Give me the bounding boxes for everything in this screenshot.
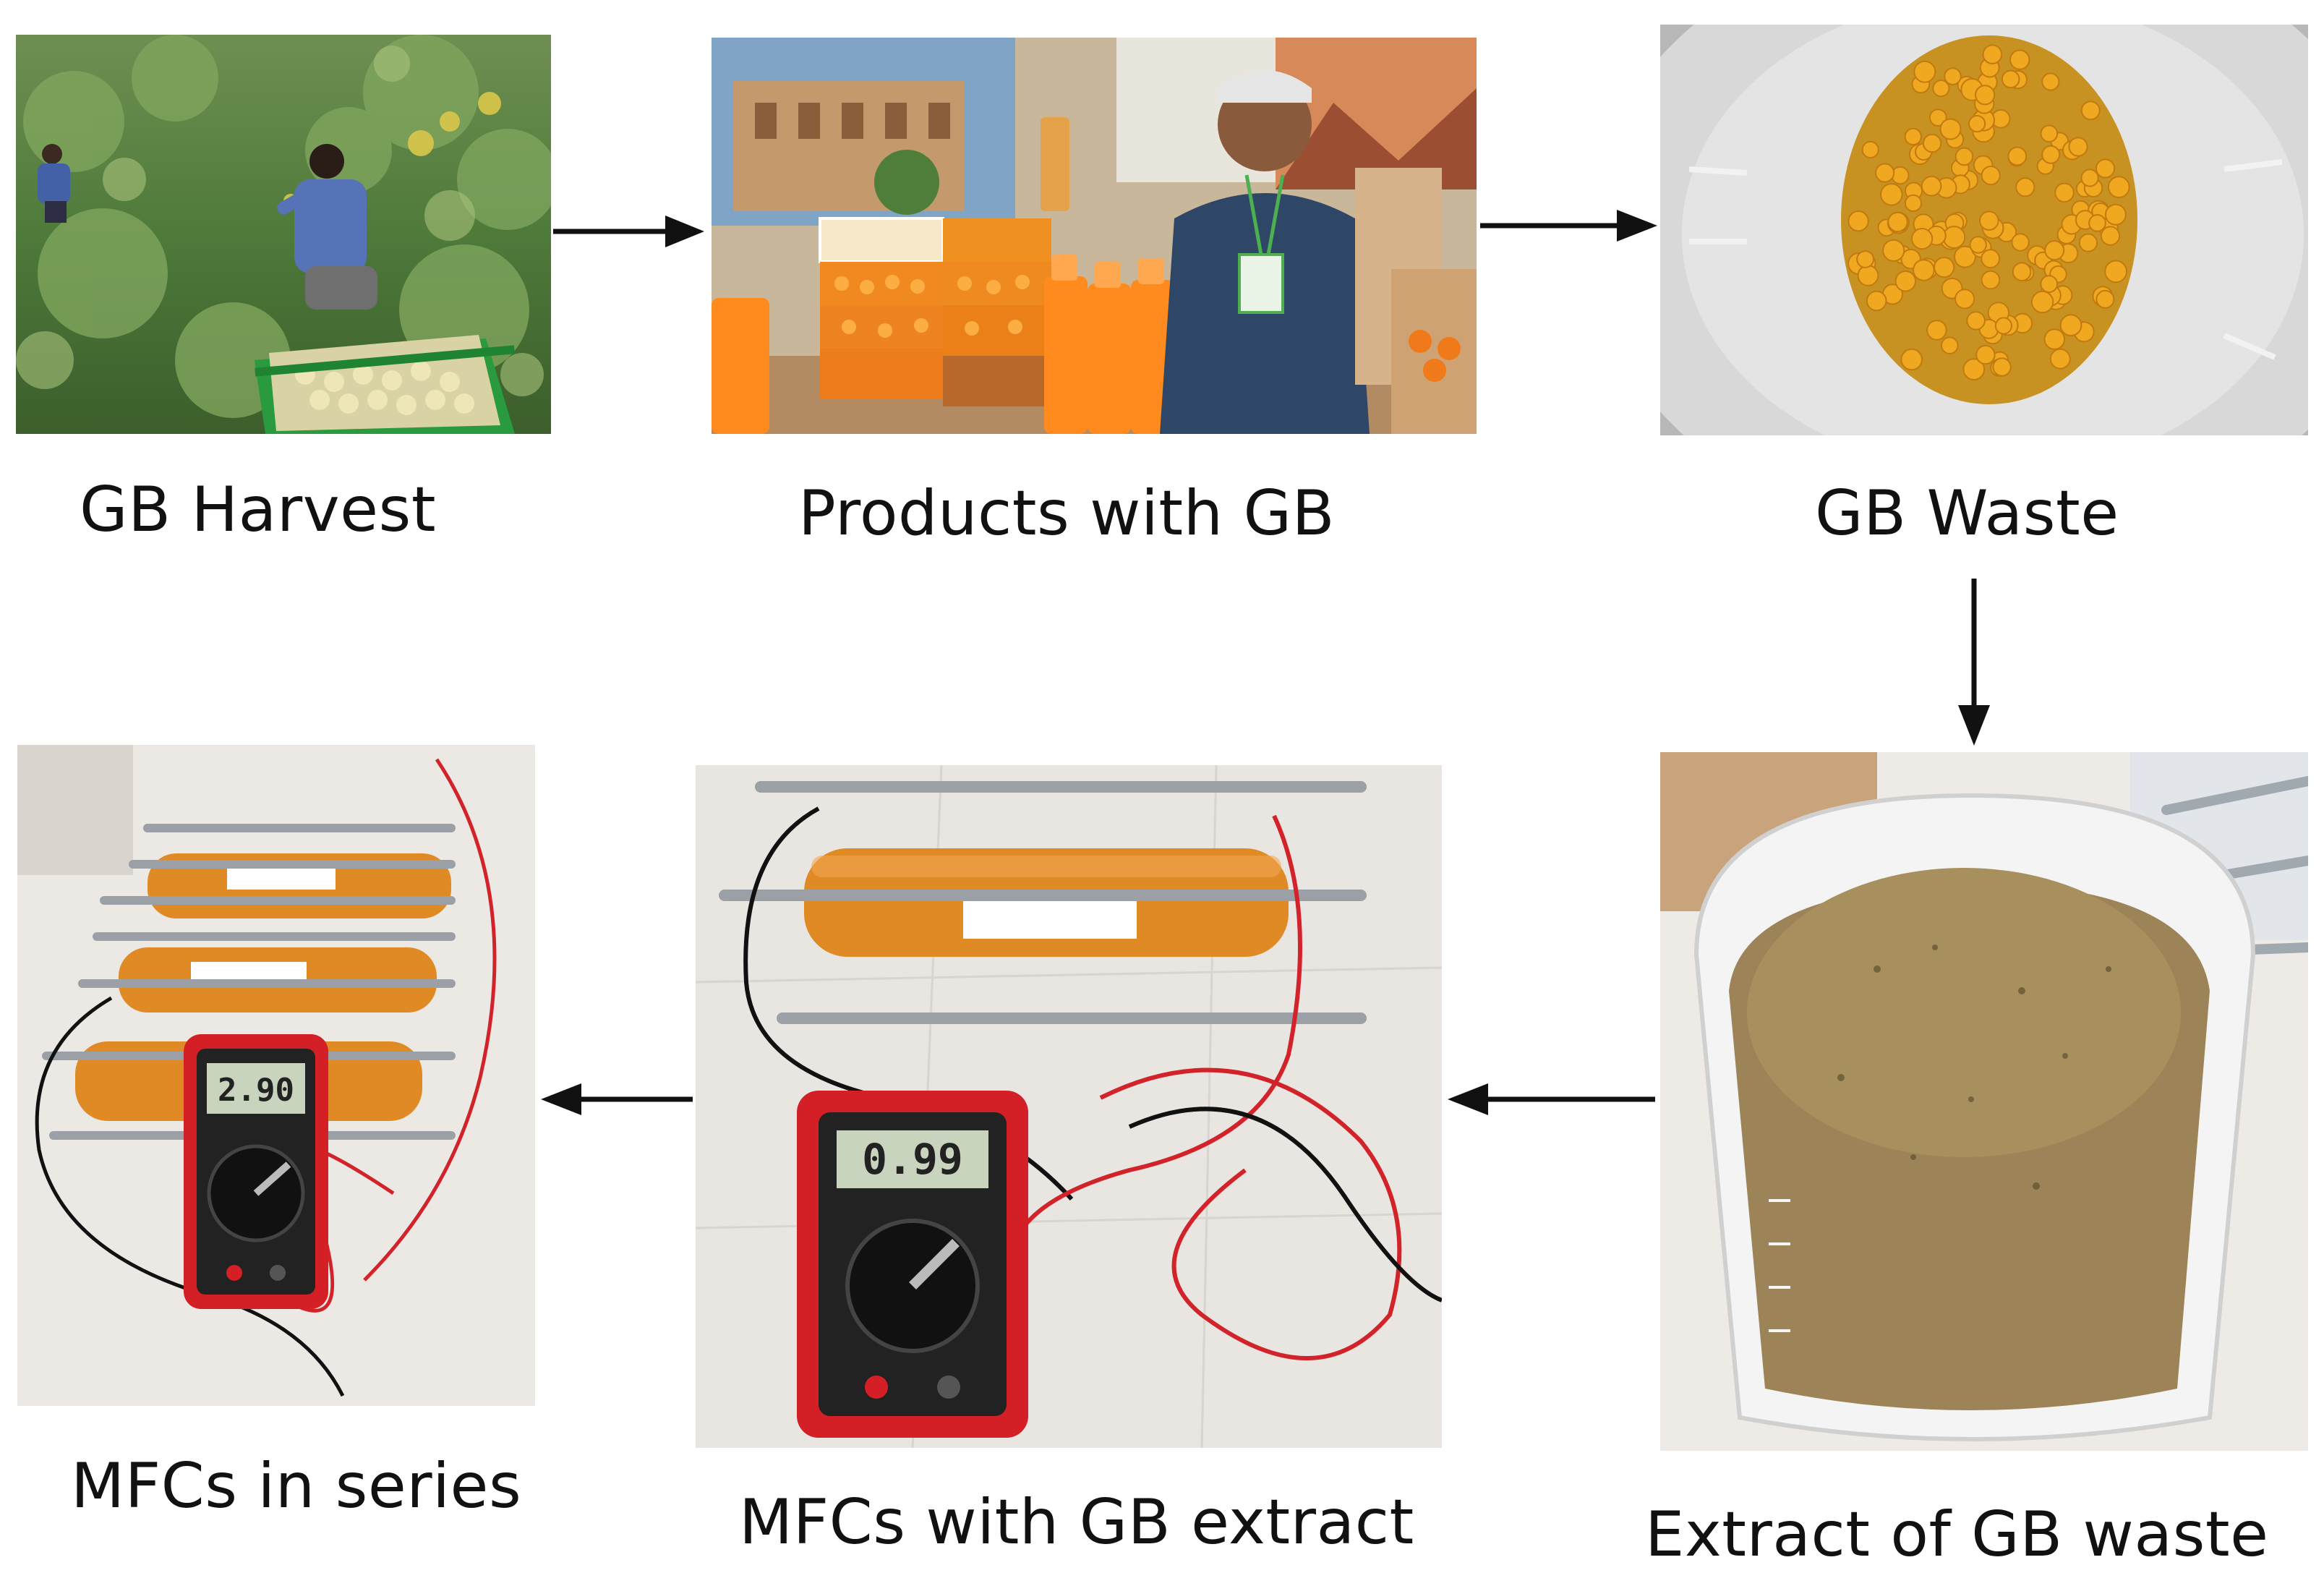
berry [2041,72,2060,91]
berry [1922,133,1942,153]
berry [1875,163,1895,183]
arrow-waste-to-extract [1958,579,1990,746]
berry [1942,226,1966,249]
berry [1981,270,2001,290]
waste-photo [1660,25,2308,435]
berry [2001,69,2020,89]
berry [1911,228,1934,250]
berry [1913,259,1935,281]
berry [1941,336,1959,355]
berry [1992,357,2012,377]
products-photo [712,38,1477,434]
berry [1962,358,1986,381]
caption-products: Products with GB [798,477,1336,550]
berry [2054,182,2075,203]
berry [1975,85,1996,106]
berry [1904,194,1923,212]
berry [2095,158,2116,179]
berry [2009,49,2030,70]
berry [1966,311,1986,331]
berry [1894,270,1917,292]
berry [1926,320,1947,341]
berry [1968,115,1986,133]
berry [2015,177,2035,197]
berry [2068,137,2088,157]
berry [1955,289,1975,310]
berry [1979,210,1999,231]
mfc-extract-photo: 0.99 [696,765,1442,1448]
berry [2107,176,2130,199]
berry [2080,169,2099,187]
berry [2104,203,2127,226]
caption-extract: Extract of GB waste [1645,1498,2269,1571]
berry [1955,147,1974,166]
berry [1847,210,1869,232]
berry [1928,108,1947,127]
berry [2049,348,2071,370]
berry [1921,176,1942,197]
meter-reading-mfc-extract: 0.99 [862,1135,963,1184]
caption-waste: GB Waste [1815,477,2119,550]
mfc-series-photo: 2.90 [17,745,535,1406]
caption-mfc-extract: MFCs with GB extract [739,1486,1414,1559]
berry [2043,328,2066,350]
berry [2104,260,2127,283]
berry [2041,145,2061,164]
berry [1975,344,1996,365]
berry [1944,67,1962,85]
berry [2044,240,2065,261]
arrow-mfc-to-series [541,1083,693,1115]
caption-mfc-series: MFCs in series [71,1450,522,1522]
berry [2059,314,2082,337]
arrow-extract-to-mfc [1448,1083,1655,1115]
berry [2100,226,2121,246]
berry [2012,262,2032,282]
multimeter-mfc-extract: 0.99 [797,1091,1028,1438]
berry [1904,127,1922,146]
berry [1857,265,1879,286]
berry [1900,348,1923,371]
berry [2007,146,2028,166]
berry [1981,249,2001,269]
berry [2040,124,2059,142]
arrow-harvest-to-products [553,216,704,247]
berry [1994,317,2012,335]
berry [1982,44,2003,65]
berry [1913,60,1936,83]
berry [1887,211,1908,233]
berry [2030,290,2054,314]
berry [1932,80,1950,98]
multimeter-mfc-series: 2.90 [184,1034,328,1309]
berry [2088,214,2106,232]
berry [1882,239,1905,262]
berry [1880,183,1903,206]
caption-harvest: GB Harvest [80,474,437,546]
meter-reading-mfc-series: 2.90 [218,1072,294,1109]
berry [1939,118,1962,140]
berry [1861,140,1879,159]
berry [1866,290,1887,312]
berry [1934,257,1955,278]
extract-photo [1660,752,2308,1451]
berry [2080,101,2101,121]
berry [1954,245,1976,268]
berry [2078,233,2098,252]
arrow-products-to-waste [1480,210,1657,242]
berry [2096,289,2115,309]
harvest-photo [16,35,551,434]
berry [1969,236,1987,254]
berry [2011,233,2030,252]
berry [1981,166,2001,186]
berry [1856,250,1875,268]
berry [2040,275,2059,294]
